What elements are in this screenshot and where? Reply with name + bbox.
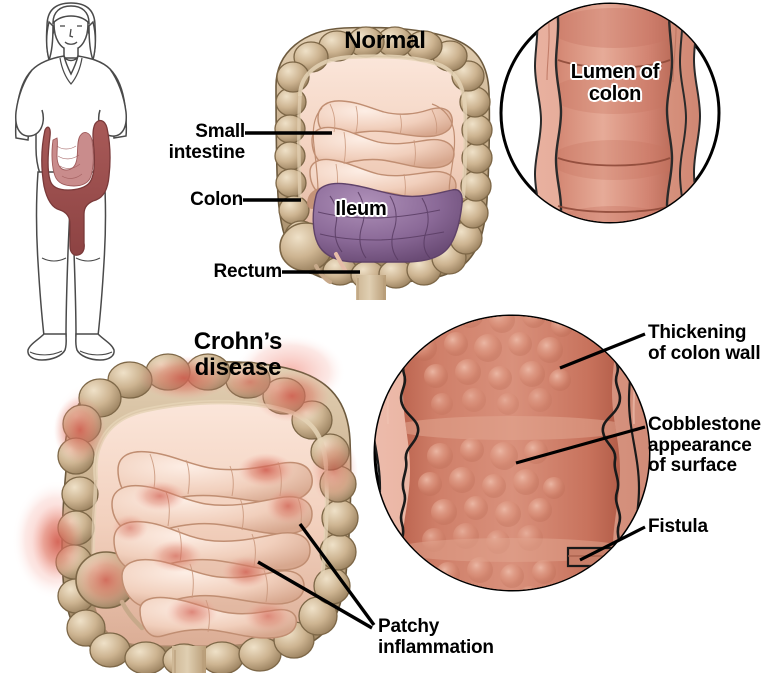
crohns-leader-lines (257, 522, 376, 630)
crohns-inset-leader-lines (515, 332, 646, 562)
label-cobblestone-appearance: Cobblestone appearance of surface (648, 414, 761, 477)
crohns-panel-title: Crohn’s disease (193, 328, 283, 381)
person-intestine-overlay (41, 119, 111, 256)
inflamed-colon-patches (32, 356, 358, 608)
label-rectum: Rectum (213, 261, 283, 282)
label-thickening-of-colon-wall: Thickening of colon wall (648, 322, 761, 364)
patchy-inflammation-spots (112, 453, 310, 632)
inset-crohns-lumen (373, 314, 651, 592)
label-patchy-inflammation: Patchy inflammation (378, 616, 494, 658)
label-colon: Colon (190, 189, 243, 210)
person-figure (14, 2, 128, 361)
label-small-intestine: Small intestine (168, 121, 246, 163)
ileum-region (312, 182, 463, 263)
normal-panel-title: Normal (344, 27, 426, 54)
label-ileum: Ileum (335, 198, 387, 220)
inset-normal-lumen (499, 2, 721, 224)
label-lumen-of-colon: Lumen of colon (570, 61, 660, 105)
normal-intestine-illustration (243, 26, 493, 300)
normal-leader-lines (243, 131, 360, 274)
label-fistula: Fistula (648, 516, 708, 537)
crohns-intestine-illustration (12, 334, 376, 673)
